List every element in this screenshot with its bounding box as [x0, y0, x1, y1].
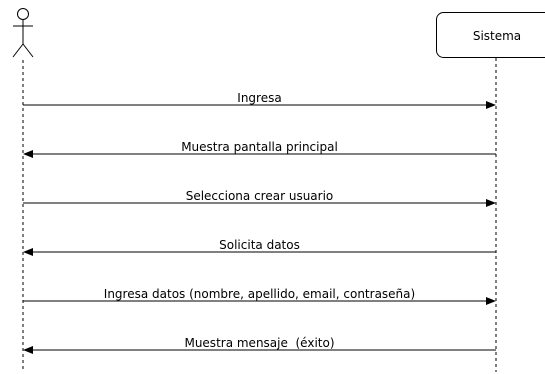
message-label: Muestra mensaje (éxito) [184, 336, 334, 350]
system-participant-box [436, 12, 545, 58]
message-arrowhead-icon [23, 150, 33, 158]
message-label: Ingresa datos (nombre, apellido, email, … [104, 287, 415, 301]
message-label: Solicita datos [219, 238, 300, 252]
message-label: Ingresa [237, 91, 281, 105]
actor-right-leg-icon [22, 43, 34, 58]
system-participant-label: Sistema [473, 29, 521, 43]
message-arrowhead-icon [486, 199, 496, 207]
message-label: Muestra pantalla principal [181, 140, 338, 154]
actor-left-leg-icon [12, 43, 24, 58]
actor-stick-figure-icon [12, 8, 34, 58]
actor-head-icon [17, 8, 29, 20]
message-arrowhead-icon [23, 346, 33, 354]
message-arrowhead-icon [23, 248, 33, 256]
message-label: Selecciona crear usuario [186, 189, 334, 203]
message-arrowhead-icon [486, 297, 496, 305]
message-arrowhead-icon [486, 101, 496, 109]
